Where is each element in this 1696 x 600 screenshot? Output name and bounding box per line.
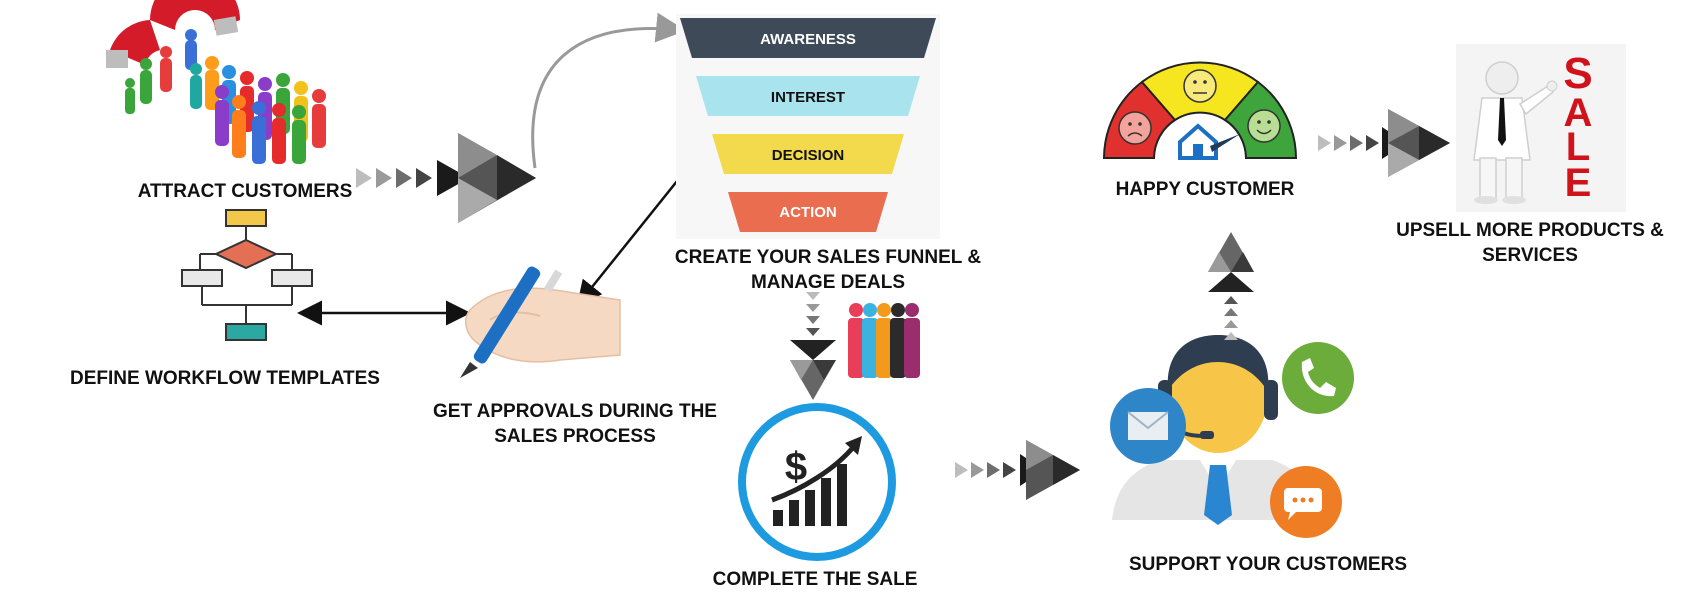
funnel-stage-interest: [696, 76, 920, 116]
pen-hand-icon: [460, 266, 621, 378]
label-happy-customer: HAPPY CUSTOMER: [1115, 179, 1295, 200]
label-support-customers: SUPPORT YOUR CUSTOMERS: [1128, 554, 1407, 575]
label-complete-sale: COMPLETE THE SALE: [712, 569, 918, 590]
funnel-label-action: ACTION: [779, 204, 837, 221]
sale-sign: S A L E: [1563, 49, 1592, 205]
flow-arrow-to-complete: [790, 292, 836, 400]
people-group-icon: [848, 303, 920, 378]
chat-icon: [1270, 466, 1342, 538]
funnel-stage-decision: [712, 134, 904, 174]
svg-text:$: $: [785, 445, 807, 489]
funnel-stage-action: [728, 192, 888, 232]
flow-arrow-to-upsell: [1318, 109, 1450, 177]
label-attract-customers: ATTRACT CUSTOMERS: [137, 181, 353, 202]
sale-letter: S: [1563, 49, 1592, 98]
funnel-label-awareness: AWARENESS: [760, 31, 856, 48]
sale-letter: L: [1566, 125, 1590, 169]
sale-letter: A: [1564, 91, 1593, 135]
support-agent-icon: [1112, 335, 1320, 525]
sale-letter: E: [1565, 161, 1592, 205]
mail-icon: [1110, 388, 1186, 464]
curve-arrow-to-funnel: [531, 12, 686, 169]
flowchart-icon: [181, 209, 313, 341]
flow-arrow-attract: [356, 133, 536, 223]
label-line: SALES PROCESS: [494, 426, 656, 447]
label-line: MANAGE DEALS: [750, 272, 906, 293]
label-define-workflow: DEFINE WORKFLOW TEMPLATES: [70, 368, 380, 389]
funnel-stage-awareness: [680, 18, 936, 58]
funnel-label-decision: DECISION: [772, 147, 845, 164]
label-line: UPSELL MORE PRODUCTS &: [1396, 220, 1664, 241]
flow-arrow-to-happy: [1208, 232, 1254, 340]
flow-arrow-to-support: [955, 440, 1080, 500]
label-line: SERVICES: [1482, 245, 1578, 266]
funnel-label-interest: INTEREST: [771, 89, 845, 106]
sales-funnel: AWARENESS INTEREST DECISION ACTION: [676, 14, 940, 239]
sales-growth-icon: $: [738, 403, 896, 561]
label-get-approvals: GET APPROVALS DURING THE SALES PROCESS: [420, 399, 730, 449]
label-line: CREATE YOUR SALES FUNNEL &: [674, 247, 982, 268]
phone-icon: [1282, 342, 1354, 414]
label-upsell: UPSELL MORE PRODUCTS & SERVICES: [1380, 218, 1680, 268]
label-create-funnel: CREATE YOUR SALES FUNNEL & MANAGE DEALS: [668, 245, 988, 295]
mood-gauge-icon: [1102, 61, 1298, 160]
magnet-crowd-icon: [106, 0, 326, 164]
businessman-icon: [1456, 44, 1626, 212]
label-line: GET APPROVALS DURING THE: [433, 401, 717, 422]
